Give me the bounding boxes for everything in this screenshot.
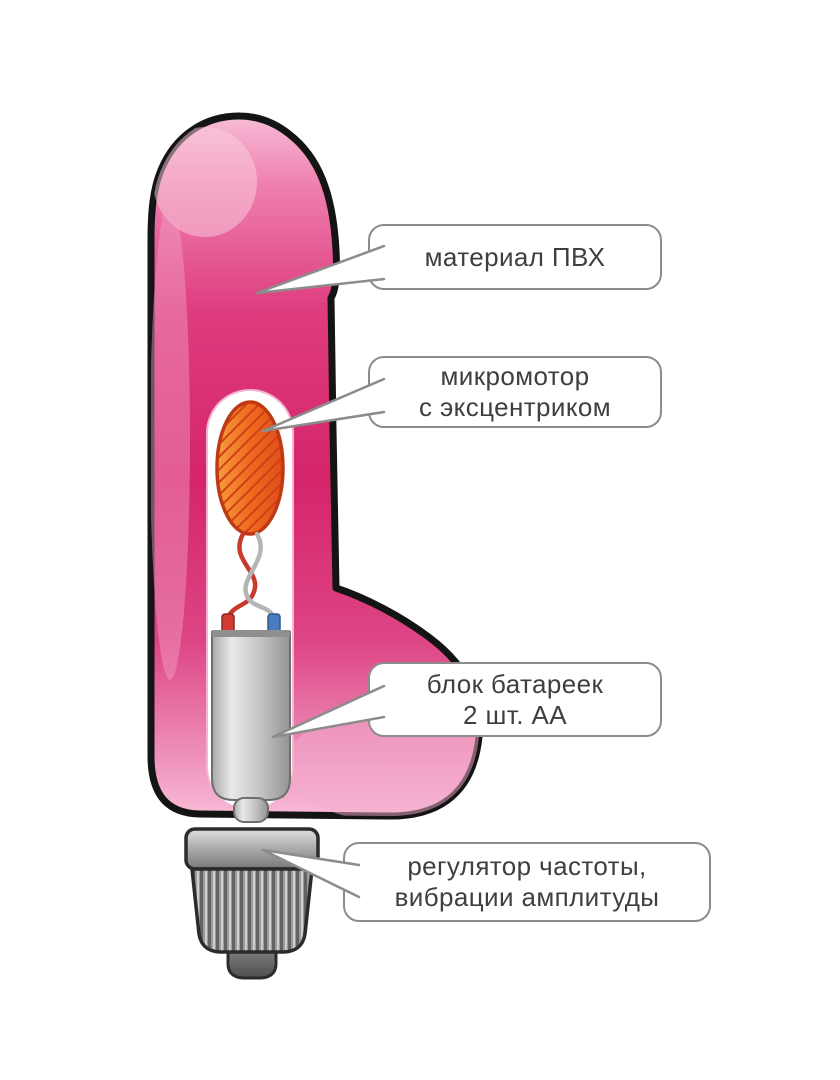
callout-micromotor: микромотор с эксцентриком: [368, 356, 662, 428]
cap-button: [226, 944, 278, 980]
cap-collar: [184, 827, 320, 871]
callout-regulator: регулятор частоты, вибрации амплитуды: [343, 842, 711, 922]
callout-micromotor-label-line1: микромотор: [440, 361, 590, 392]
callout-battery-label-line2: 2 шт. АА: [463, 699, 567, 730]
battery-nub: [233, 797, 269, 823]
callout-material-label: материал ПВХ: [424, 241, 606, 272]
callout-battery-pack: блок батареек 2 шт. АА: [368, 662, 662, 737]
regulator-cap: [184, 827, 320, 980]
callout-battery-label-line1: блок батареек: [426, 668, 604, 699]
motor-wires: [225, 531, 277, 621]
callout-regulator-label-line1: регулятор частоты,: [407, 851, 647, 882]
micromotor: [215, 400, 285, 536]
callout-micromotor-label-line2: с эксцентриком: [418, 392, 612, 422]
callout-material-pvc: материал ПВХ: [368, 224, 662, 290]
callout-regulator-label-line2: вибрации амплитуды: [394, 882, 660, 912]
battery-pack: [211, 630, 291, 823]
cap-knurl: [190, 867, 314, 954]
